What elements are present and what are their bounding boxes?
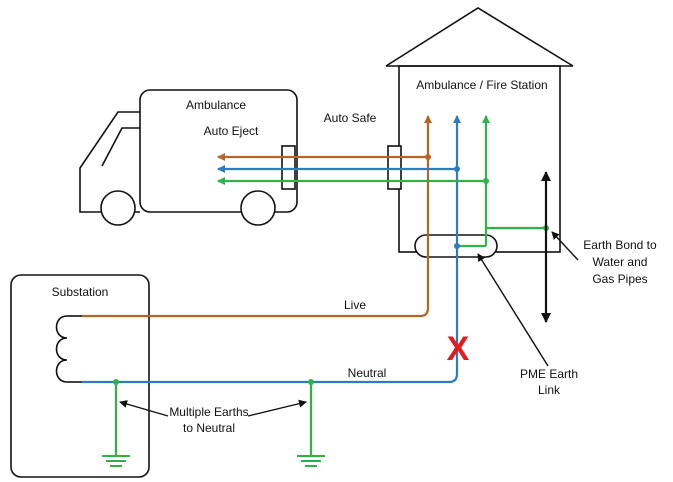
substation-label: Substation — [52, 285, 109, 299]
pme-earth-link-label-2: Link — [538, 383, 561, 397]
multi-earth-pointer-left — [119, 400, 169, 417]
neutral-junction-dot — [454, 166, 460, 172]
multiple-earths-label-2: to Neutral — [183, 421, 235, 435]
pme-earth-link-label-1: PME Earth — [520, 367, 578, 381]
live-junction-dot — [425, 154, 431, 160]
substation-box — [10, 274, 150, 478]
auto-eject-label: Auto Eject — [204, 124, 259, 138]
earth-bond-label-3: Gas Pipes — [592, 272, 647, 286]
earth-wire — [102, 115, 549, 467]
auto-eject-socket — [281, 145, 296, 190]
ambulance-wheel-front — [100, 190, 136, 226]
ambulance-windscreen — [101, 127, 140, 167]
neutral-fault-mark: X — [447, 330, 470, 368]
ambulance-label: Ambulance — [186, 98, 246, 112]
pme-neutral-dot — [454, 243, 460, 249]
station-roof — [385, 7, 574, 67]
live-wire — [82, 115, 432, 318]
auto-safe-socket — [387, 145, 402, 190]
transformer-coil — [55, 315, 68, 383]
earth-rod-2-dot — [308, 379, 314, 385]
station-walls — [398, 65, 561, 253]
ambulance-body — [139, 89, 298, 213]
earth-junction-dot — [483, 178, 489, 184]
auto-safe-label: Auto Safe — [324, 111, 377, 125]
multi-earth-pointer-right — [247, 399, 307, 417]
substation — [10, 274, 150, 478]
earth-bond-pointer — [551, 231, 579, 261]
earth-bond-label-1: Earth Bond to — [583, 238, 657, 252]
neutral-label: Neutral — [348, 366, 387, 380]
ground-symbol-2 — [297, 455, 325, 467]
station-label: Ambulance / Fire Station — [416, 78, 547, 92]
ambulance-wheel-rear — [240, 190, 276, 226]
ground-symbol-1 — [102, 455, 130, 467]
pme-link-pointer — [477, 253, 549, 367]
neutral-wire — [82, 115, 461, 384]
earth-rod-1-dot — [113, 379, 119, 385]
multiple-earths-label-1: Multiple Earths — [169, 405, 248, 419]
earth-bond-label-2: Water and — [593, 255, 648, 269]
annotation-arrows — [119, 171, 579, 417]
ambulance-cab — [79, 111, 140, 213]
live-label: Live — [344, 298, 366, 312]
